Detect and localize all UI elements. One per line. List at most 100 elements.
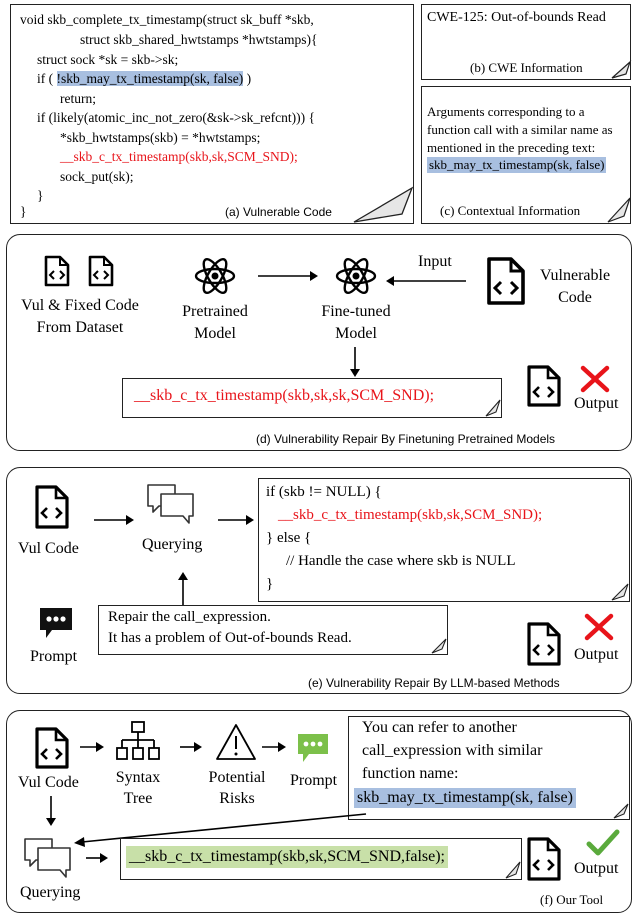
dataset-label-2: From Dataset <box>36 319 124 336</box>
finetuned-label-1: Fine-tuned <box>321 303 391 320</box>
syntax-label-2: Tree <box>123 790 153 807</box>
page-curl-icon <box>353 186 414 223</box>
chat-bubbles-icon <box>147 484 194 524</box>
arrow-right-icon <box>80 742 104 752</box>
file-code-icon <box>44 255 70 287</box>
arrow-left-icon <box>386 276 466 286</box>
risks-label-1: Potential <box>208 769 266 786</box>
atom-icon <box>194 257 236 295</box>
file-code-icon <box>88 255 114 287</box>
file-code-icon <box>527 622 561 666</box>
llm-prompt-line-1: Repair the call_expression. <box>108 609 271 625</box>
dataset-label-1: Vul & Fixed Code <box>21 297 139 314</box>
arrow-right-icon <box>94 515 134 525</box>
context-line-2: function call with a similar name as <box>427 122 613 137</box>
llm-output-code-box <box>258 478 630 602</box>
context-line-3: mentioned in the preceding text: <box>427 140 596 155</box>
arrow-diagonal-icon <box>74 813 367 847</box>
arrow-down-icon <box>46 796 56 826</box>
vulnerable-code-panel <box>10 4 414 224</box>
warning-icon <box>216 724 256 760</box>
code-line-4: if ( !skb_may_tx_timestamp(sk, false) ) <box>37 69 251 89</box>
llm-prompt-line-2: It has a problem of Out-of-bounds Read. <box>108 630 352 646</box>
prompt-icon <box>40 608 72 638</box>
arrow-right-icon <box>262 742 286 752</box>
tool-prompt-line-2: call_expression with similar <box>362 742 543 759</box>
code-if-close: ) <box>243 71 252 86</box>
arrow-up-icon <box>178 572 188 606</box>
atom-icon <box>335 257 377 295</box>
code-line-11: } <box>20 204 27 219</box>
arrow-down-icon <box>350 347 360 377</box>
finetune-output-code: __skb_c_tx_timestamp(skb,sk,sk,SCM_SND); <box>134 387 435 404</box>
arrow-right-icon <box>218 515 254 525</box>
finetuned-label-2: Model <box>335 325 377 342</box>
prompt-icon <box>298 734 328 762</box>
page-curl-icon <box>485 399 501 417</box>
code-line-10: } <box>37 188 44 203</box>
syntax-label-1: Syntax <box>115 769 161 786</box>
arrow-right-icon <box>258 271 318 281</box>
file-code-icon <box>35 485 69 529</box>
input-label: Input <box>418 253 452 270</box>
caption-f: (f) Our Tool <box>540 892 604 907</box>
code-line-3: struct sock *sk = skb->sk; <box>37 52 179 67</box>
file-code-icon <box>35 727 69 769</box>
tool-output-code: __skb_c_tx_timestamp(skb,sk,SCM_SND,fals… <box>126 846 448 868</box>
code-line-9: sock_put(sk); <box>60 169 134 184</box>
risks-label-2: Risks <box>219 790 255 807</box>
page-curl-icon <box>611 60 632 79</box>
page-curl-icon <box>607 197 631 223</box>
page-curl-icon <box>611 583 629 601</box>
cwe-info-panel <box>421 4 631 80</box>
code-line-vulnerable: __skb_c_tx_timestamp(skb,sk,SCM_SND); <box>60 149 298 164</box>
syntax-tree-icon <box>116 721 160 760</box>
vul-code-label: Vul Code <box>18 774 79 791</box>
llm-code-line-3: } else { <box>266 530 312 546</box>
code-line-2: struct skb_shared_hwtstamps *hwtstamps){ <box>80 32 318 47</box>
page-curl-icon <box>505 861 521 879</box>
caption-b: (b) CWE Information <box>470 60 583 75</box>
caption-d: (d) Vulnerability Repair By Finetuning P… <box>256 432 556 446</box>
vulnerable-label-2: Code <box>558 289 592 306</box>
file-code-icon <box>527 837 561 881</box>
cross-icon <box>580 365 610 393</box>
pretrained-label-2: Model <box>194 325 236 342</box>
llm-prompt-box <box>98 605 448 655</box>
vulnerable-label-1: Vulnerable <box>539 267 611 284</box>
cross-icon <box>584 613 614 641</box>
caption-a: (a) Vulnerable Code <box>225 205 332 219</box>
llm-code-line-5: } <box>266 576 274 592</box>
code-if-open: if ( <box>37 71 57 86</box>
chat-bubbles-icon <box>24 838 71 878</box>
tool-prompt-highlight: skb_may_tx_timestamp(sk, false) <box>354 788 576 808</box>
highlighted-check: !skb_may_tx_timestamp(sk, false) <box>56 71 244 86</box>
llm-code-line-2: __skb_c_tx_timestamp(skb,sk,SCM_SND); <box>278 507 543 523</box>
llm-code-line-4: // Handle the case where skb is NULL <box>286 553 516 569</box>
prompt-label: Prompt <box>30 648 78 665</box>
output-label: Output <box>574 395 619 412</box>
arrow-right-icon <box>180 742 202 752</box>
code-line-5: return; <box>60 91 96 106</box>
page-curl-icon <box>431 638 447 654</box>
code-line-6: if (likely(atomic_inc_not_zero(&sk->sk_r… <box>37 110 315 125</box>
arrow-right-icon <box>86 853 108 863</box>
check-icon <box>586 829 620 856</box>
vul-code-label: Vul Code <box>18 540 79 557</box>
contextual-info-panel <box>421 86 631 224</box>
querying-label: Querying <box>20 884 81 901</box>
finetune-output-box <box>122 378 502 418</box>
code-line-1: void skb_complete_tx_timestamp(struct sk… <box>20 12 314 27</box>
caption-e: (e) Vulnerability Repair By LLM-based Me… <box>308 676 560 690</box>
pretrained-label-1: Pretrained <box>182 303 248 320</box>
output-label: Output <box>574 646 619 663</box>
output-label: Output <box>574 860 619 877</box>
context-line-1: Arguments corresponding to a <box>427 104 585 119</box>
tool-prompt-line-3: function name: <box>362 765 459 782</box>
prompt-label: Prompt <box>290 772 338 789</box>
context-highlight: skb_may_tx_timestamp(sk, false) <box>427 157 607 173</box>
file-code-icon <box>527 365 561 407</box>
page-curl-icon <box>613 803 629 819</box>
querying-label: Querying <box>142 536 203 553</box>
cwe-text: CWE-125: Out-of-bounds Read <box>427 10 606 25</box>
